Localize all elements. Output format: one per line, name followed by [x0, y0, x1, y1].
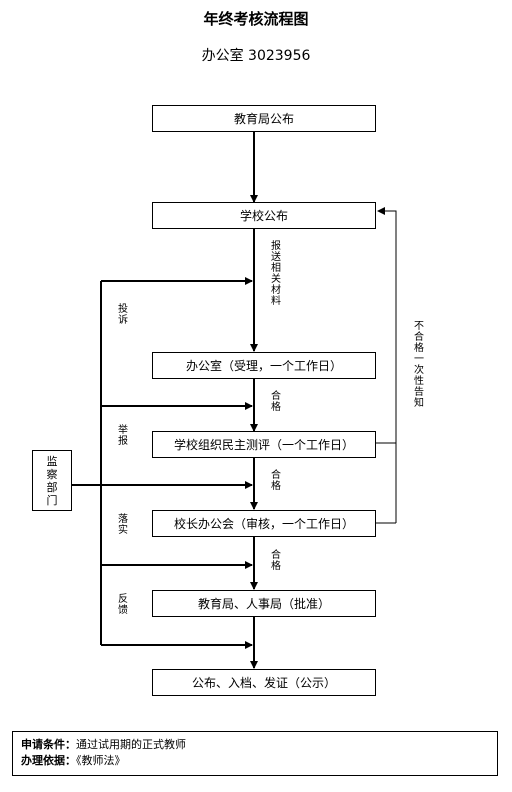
label-qualified-1: 合格 — [271, 391, 281, 413]
label-qualified-3: 合格 — [271, 550, 281, 572]
supervision-dept-box: 监察部门 — [32, 450, 72, 511]
flow-step-education-bureau-announce: 教育局公布 — [152, 105, 376, 132]
label-unqualified-notice: 不合格一次性告知 — [414, 321, 424, 409]
page-title: 年终考核流程图 — [203, 10, 309, 28]
flow-step-bureau-approval: 教育局、人事局（批准） — [152, 590, 376, 617]
label-report: 举报 — [118, 425, 128, 447]
label-complaint: 投诉 — [118, 304, 128, 326]
flow-step-publish-file-certify: 公布、入档、发证（公示） — [152, 669, 376, 696]
footer-condition-row: 申请条件：通过试用期的正式教师 — [21, 737, 489, 753]
label-qualified-2: 合格 — [271, 470, 281, 492]
flow-step-office-accept: 办公室（受理，一个工作日） — [152, 352, 376, 379]
flow-step-school-announce: 学校公布 — [152, 202, 376, 229]
flow-step-democratic-evaluation: 学校组织民主测评（一个工作日） — [152, 431, 376, 458]
condition-label: 申请条件： — [21, 738, 76, 751]
footer-basis-row: 办理依据：《教师法》 — [21, 753, 489, 769]
basis-value: 《教师法》 — [76, 754, 126, 767]
supervision-dept-label: 监察部门 — [46, 455, 58, 507]
footer-info-box: 申请条件：通过试用期的正式教师 办理依据：《教师法》 — [12, 731, 498, 776]
label-submit-materials: 报送相关材料 — [271, 241, 281, 307]
loop-unqualified-notice — [376, 207, 397, 444]
flow-step-principal-meeting: 校长办公会（审核，一个工作日） — [152, 510, 376, 537]
label-feedback: 反馈 — [118, 594, 128, 616]
label-implement: 落实 — [118, 514, 128, 536]
page-subtitle: 办公室 3023956 — [201, 48, 311, 64]
condition-value: 通过试用期的正式教师 — [76, 738, 186, 751]
basis-label: 办理依据： — [21, 754, 76, 767]
